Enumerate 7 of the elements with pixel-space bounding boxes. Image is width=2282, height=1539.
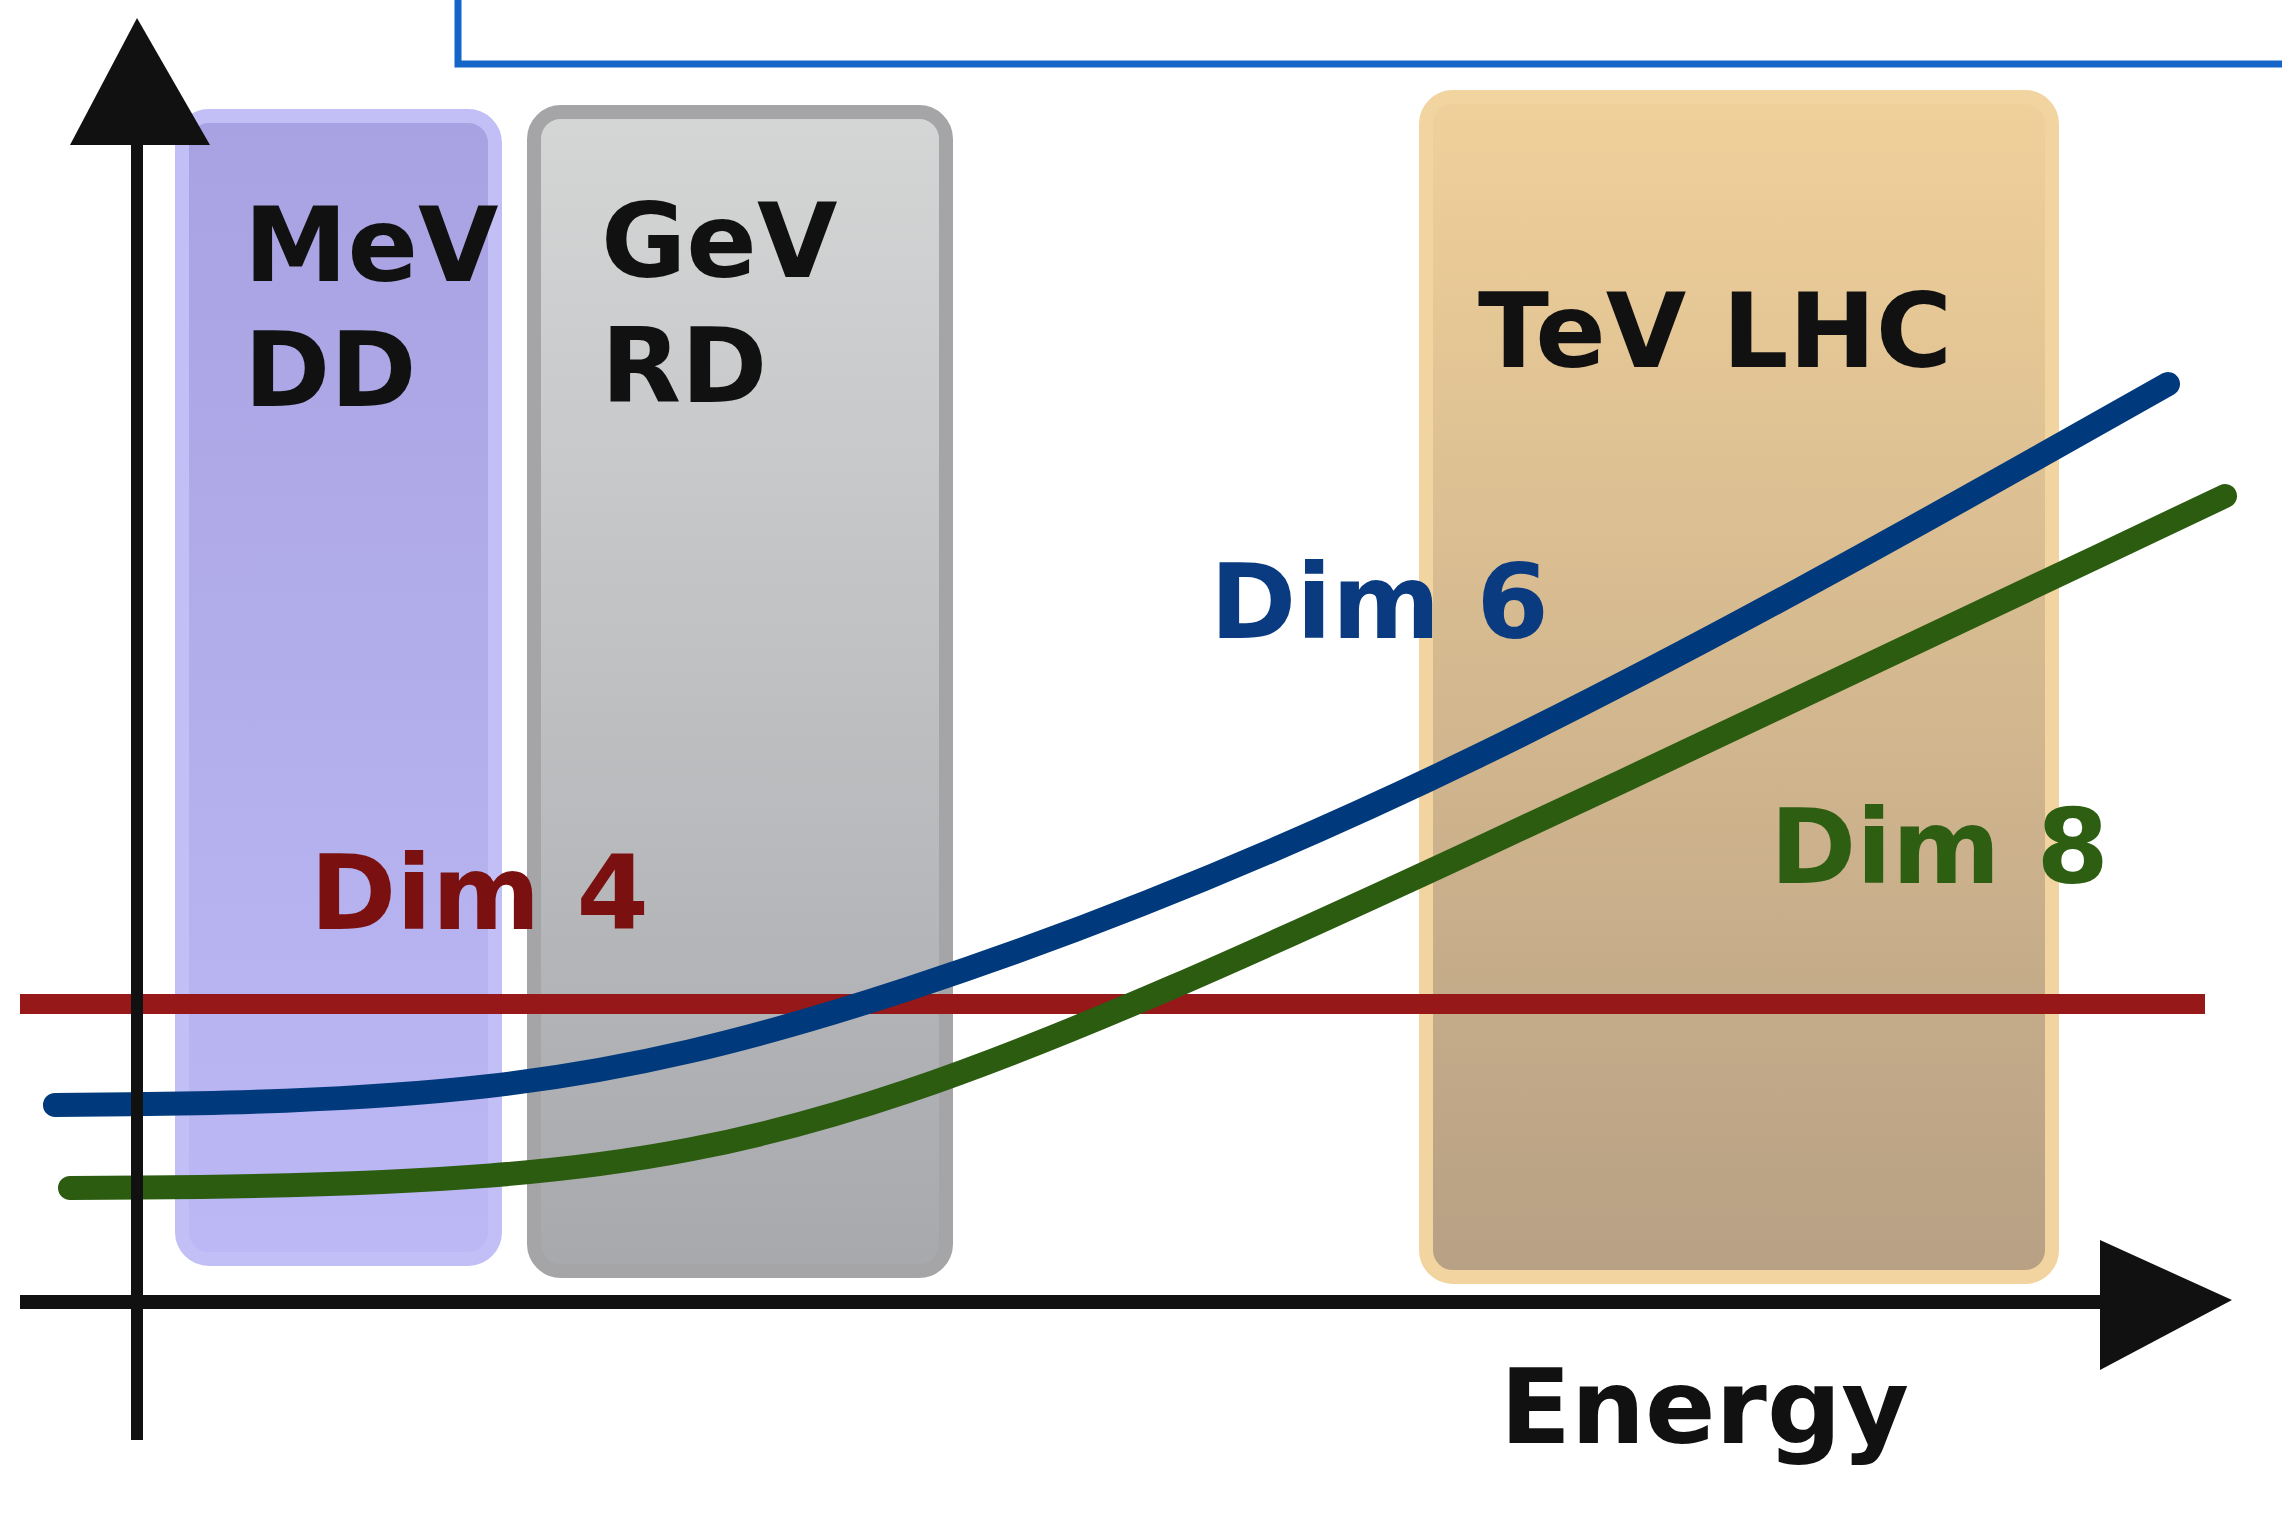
band-label: TeV LHC (1478, 269, 1953, 394)
band-label: MeV DD (244, 183, 500, 433)
axis-label: Energy (1500, 1350, 1910, 1465)
curve-label: Dim 8 (1770, 790, 2109, 905)
curve-label: Dim 4 (310, 836, 649, 951)
band-label: GeV RD (601, 179, 839, 429)
curve-label: Dim 6 (1210, 545, 1549, 660)
